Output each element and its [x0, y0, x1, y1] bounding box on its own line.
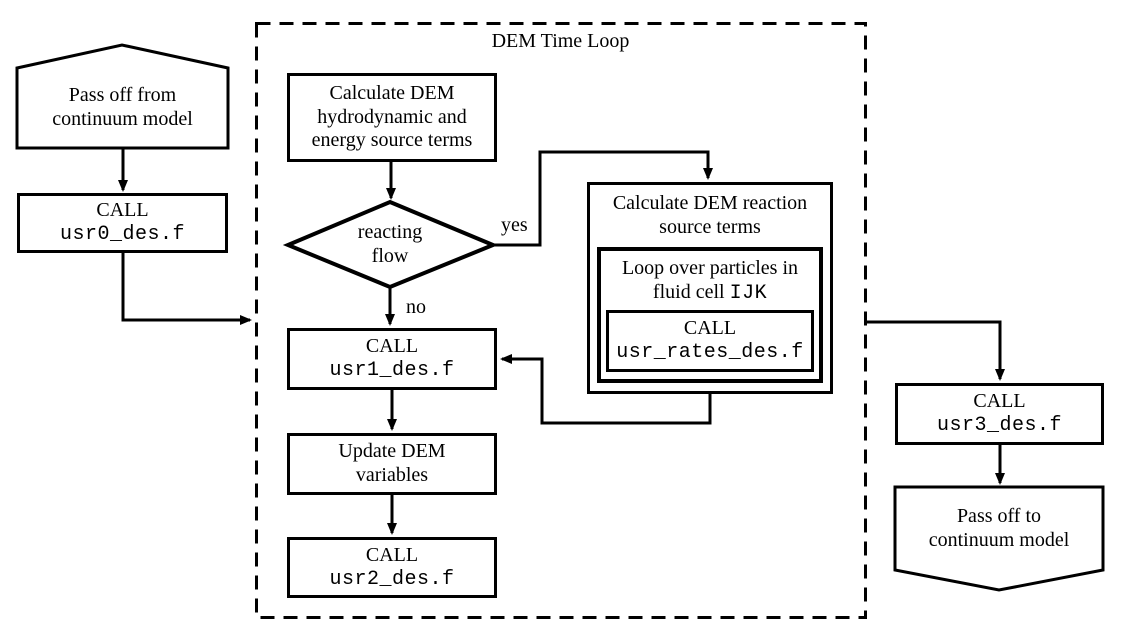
arrow-reaction-to-usr1	[500, 354, 712, 425]
edge-label-yes: yes	[501, 214, 528, 236]
flow-arrows	[118, 148, 1005, 535]
particle-loop-line2-code: IJK	[729, 281, 768, 305]
decision-diamond	[282, 199, 499, 290]
arrow-loop-to-usr3	[866, 320, 1005, 381]
dem-time-loop-title: DEM Time Loop	[491, 30, 630, 52]
usr1-file-label: usr1_des.f	[329, 359, 455, 382]
reaction-source-label: Calculate DEM reaction source terms	[612, 192, 808, 238]
usr3-call-label: CALL	[973, 390, 1026, 413]
update-variables-box: Update DEM variables	[287, 433, 497, 495]
call-usr1-box: CALL usr1_des.f	[287, 328, 497, 390]
usr0-call-label: CALL	[96, 199, 149, 222]
pass-to-label: Pass off to continuum model	[928, 504, 1070, 551]
particle-loop-line1: Loop over particles in	[621, 257, 799, 279]
usr3-file-label: usr3_des.f	[936, 414, 1063, 437]
arrow-decision-yes-to-reaction	[493, 150, 713, 247]
reaction-source-box: Calculate DEM reaction source terms Loop…	[587, 182, 833, 394]
particle-loop-line2: fluid cell IJK	[653, 281, 767, 306]
usr2-call-label: CALL	[365, 543, 419, 566]
call-usr2-box: CALL usr2_des.f	[287, 537, 497, 598]
call-usr3-box: CALL usr3_des.f	[895, 383, 1104, 445]
edge-label-no: no	[406, 296, 426, 318]
decision-node: reacting flow	[287, 202, 493, 287]
hydro-source-label: Calculate DEM hydrodynamic and energy so…	[311, 82, 473, 152]
pass-to-terminator: Pass off to continuum model	[895, 487, 1103, 570]
usr0-file-label: usr0_des.f	[59, 223, 186, 246]
call-usr-rates-box: CALL usr_rates_des.f	[606, 310, 814, 372]
hydro-source-box: Calculate DEM hydrodynamic and energy so…	[287, 73, 497, 162]
usr-rates-call-label: CALL	[683, 317, 737, 340]
usr2-file-label: usr2_des.f	[329, 567, 455, 591]
pass-from-shape	[15, 43, 230, 150]
pass-from-label: Pass off from continuum model	[52, 84, 193, 130]
usr1-call-label: CALL	[365, 335, 419, 358]
particle-loop-box: Loop over particles in fluid cell IJK CA…	[597, 247, 823, 383]
pass-from-terminator: Pass off from continuum model	[17, 68, 228, 148]
particle-loop-line2-text: fluid cell	[652, 280, 725, 303]
arrow-usr0-to-loop	[121, 253, 252, 325]
pass-to-shape	[893, 485, 1105, 592]
decision-label: reacting flow	[357, 220, 423, 267]
update-variables-label: Update DEM variables	[338, 440, 446, 486]
usr-rates-file-label: usr_rates_des.f	[616, 341, 804, 364]
dem-time-loop-border	[255, 22, 867, 619]
call-usr0-box: CALL usr0_des.f	[17, 193, 228, 253]
